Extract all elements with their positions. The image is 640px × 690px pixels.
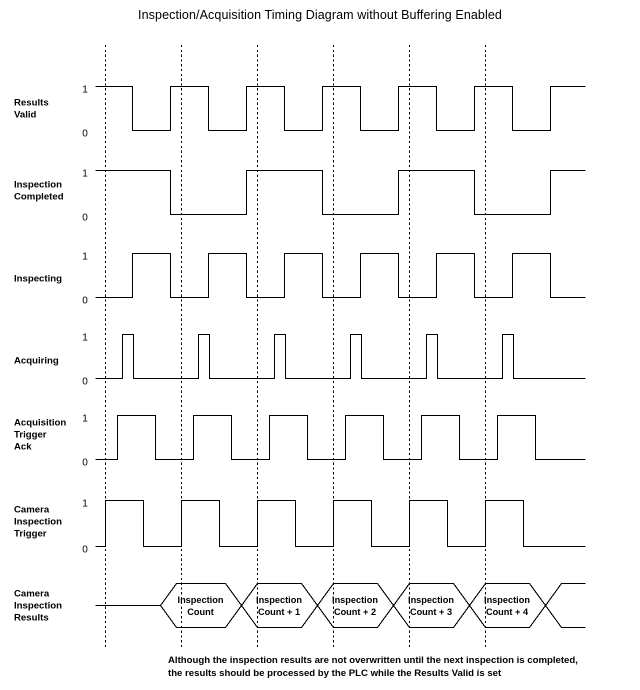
waveform-results-valid xyxy=(95,85,586,132)
axis-high-label-acquisition-trigger-ack: 1 xyxy=(82,414,88,425)
bus-hexagon-0 xyxy=(159,582,243,629)
bus-cell-label-2: Inspection xyxy=(332,595,378,605)
waveform-acquisition-trigger-ack xyxy=(95,414,586,461)
axis-low-label-inspection-completed: 0 xyxy=(82,213,88,224)
bus-cell-label-2: Count + 2 xyxy=(334,607,376,617)
axis-low-label-inspecting: 0 xyxy=(82,296,88,307)
bus-cell-label-0: Count xyxy=(187,607,214,617)
signal-label-camera-inspection-results: Results xyxy=(14,613,49,624)
axis-high-label-camera-inspection-trigger: 1 xyxy=(82,499,88,510)
signal-label-camera-inspection-trigger: Inspection xyxy=(14,517,62,528)
footer-note: Although the inspection results are not … xyxy=(168,655,633,680)
axis-low-label-results-valid: 0 xyxy=(82,129,88,140)
signal-label-inspecting: Inspecting xyxy=(14,274,62,285)
gridline-group xyxy=(105,45,486,648)
bus-cell-label-0: Inspection xyxy=(178,595,224,605)
bus-cell-label-1: Inspection xyxy=(256,595,302,605)
axis-high-label-inspection-completed: 1 xyxy=(82,169,88,180)
waveform-acquiring xyxy=(95,333,586,380)
bus-cell-label-4: Inspection xyxy=(484,595,530,605)
signal-label-inspection-completed: Completed xyxy=(14,192,64,203)
waveform-camera-inspection-trigger xyxy=(95,499,586,548)
signal-label-results-valid: Valid xyxy=(14,110,37,121)
bus-hexagon-2 xyxy=(316,582,395,629)
bus-tail-open xyxy=(545,582,586,629)
waveform-inspection-completed xyxy=(95,169,586,216)
signal-label-camera-inspection-trigger: Trigger xyxy=(14,529,47,540)
signal-label-camera-inspection-results: Inspection xyxy=(14,601,62,612)
signal-label-inspection-completed: Inspection xyxy=(14,180,62,191)
axis-high-label-results-valid: 1 xyxy=(82,85,88,96)
bus-cell-label-3: Count + 3 xyxy=(410,607,452,617)
bus-cell-label-3: Inspection xyxy=(408,595,454,605)
signal-label-camera-inspection-results: Camera xyxy=(14,589,50,600)
signal-label-acquisition-trigger-ack: Ack xyxy=(14,442,32,453)
signal-row-inspecting: 1 0 Inspecting xyxy=(14,252,586,307)
bus-cell-label-1: Count + 1 xyxy=(258,607,300,617)
axis-low-label-camera-inspection-trigger: 0 xyxy=(82,545,88,556)
signal-label-acquiring: Acquiring xyxy=(14,356,59,367)
footer-line-1: Although the inspection results are not … xyxy=(168,655,578,666)
signal-waveform-group: 10ResultsValid10InspectionCompleted10Ins… xyxy=(14,85,586,556)
axis-high-label-inspecting: 1 xyxy=(82,252,88,263)
signal-label-camera-inspection-trigger: Camera xyxy=(14,505,50,516)
page-title: Inspection/Acquisition Timing Diagram wi… xyxy=(138,8,502,22)
signal-label-results-valid: Results xyxy=(14,98,49,109)
signal-row-acquiring: 1 0 Acquiring xyxy=(14,333,586,388)
axis-low-label-acquisition-trigger-ack: 0 xyxy=(82,458,88,469)
bus-hexagon-1 xyxy=(240,582,319,629)
bus-hexagon-3 xyxy=(392,582,471,629)
signal-label-acquisition-trigger-ack: Acquisition xyxy=(14,418,66,429)
axis-high-label-acquiring: 1 xyxy=(82,333,88,344)
waveform-inspecting xyxy=(95,252,586,299)
axis-low-label-acquiring: 0 xyxy=(82,377,88,388)
signal-label-acquisition-trigger-ack: Trigger xyxy=(14,430,47,441)
footer-line-2: the results should be processed by the P… xyxy=(168,667,502,679)
bus-hexagon-4 xyxy=(468,582,547,629)
bus-cell-label-4: Count + 4 xyxy=(486,607,529,617)
